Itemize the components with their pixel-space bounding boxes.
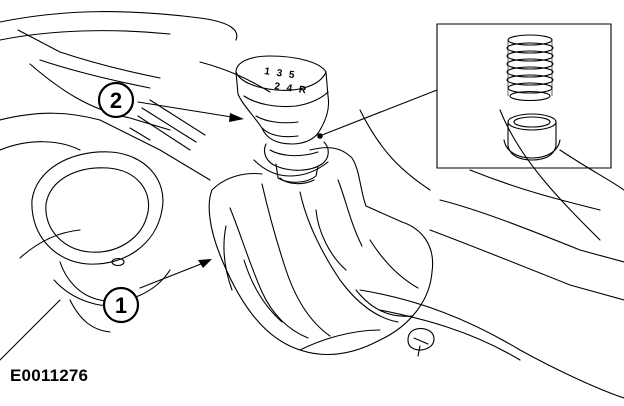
gear-gaiter — [208, 147, 434, 356]
console-outline — [0, 11, 624, 399]
shaft-collar — [263, 141, 329, 185]
inset-frame — [436, 23, 612, 169]
callout-1: 1 — [102, 286, 140, 324]
reference-code: E0011276 — [10, 366, 89, 385]
cup-holder — [31, 151, 171, 333]
callout-1-label: 1 — [115, 293, 127, 318]
knob-pattern: 1 3 5 2 4 R — [264, 66, 309, 97]
spring-part — [506, 34, 554, 102]
bush-part — [503, 113, 561, 161]
arrow-head-2 — [229, 113, 244, 122]
knob-pattern-bottom: 2 4 R — [274, 81, 309, 97]
callout-2: 2 — [97, 81, 135, 119]
inset-pointer-dot — [317, 133, 323, 139]
console-switch — [407, 327, 435, 357]
knob-pattern-top: 1 3 5 — [264, 66, 297, 81]
leader-lines — [137, 89, 438, 289]
callout-2-label: 2 — [110, 88, 122, 113]
arrow-head-1 — [198, 259, 212, 268]
gear-knob — [235, 55, 330, 145]
